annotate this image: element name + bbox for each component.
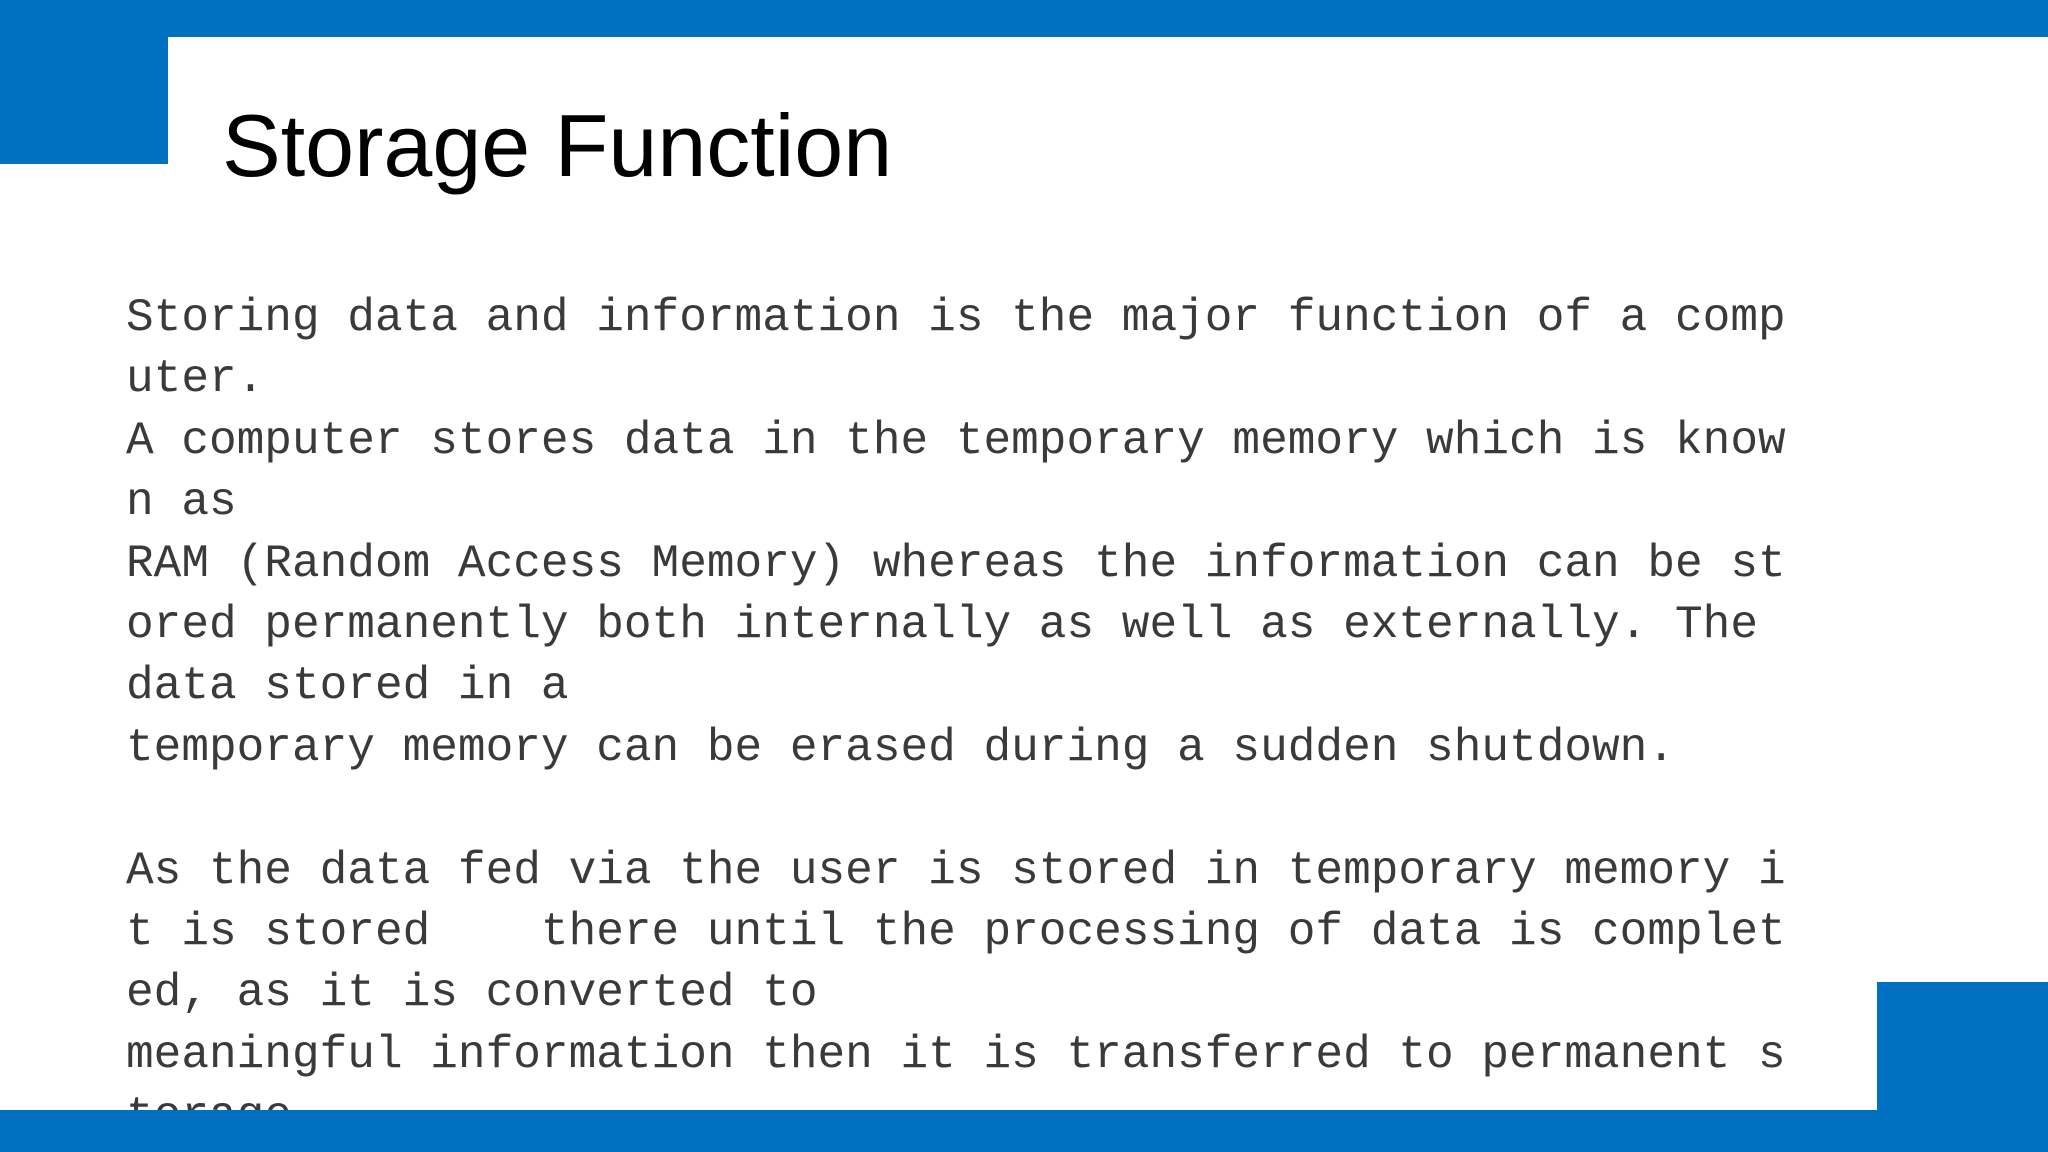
body-line: A computer stores data in the temporary …	[126, 414, 1786, 467]
top-left-accent-block	[0, 0, 168, 164]
body-line: n as	[126, 476, 237, 529]
top-accent-bar	[0, 0, 2048, 37]
body-line: As the data fed via the user is stored i…	[126, 844, 1786, 897]
body-line: temporary memory can be erased during a …	[126, 721, 1676, 774]
body-line: meaningful information then it is transf…	[126, 1028, 1786, 1081]
body-line-blank	[126, 779, 1786, 840]
slide-title: Storage Function	[222, 96, 893, 195]
body-line: RAM (Random Access Memory) whereas the i…	[126, 537, 1786, 590]
body-line: t is stored there until the processing o…	[126, 905, 1786, 958]
bottom-accent-bar	[0, 1110, 2048, 1152]
body-line: uter.	[126, 353, 265, 406]
body-line: ored permanently both internally as well…	[126, 598, 1758, 651]
body-line: Storing data and information is the majo…	[126, 292, 1786, 344]
slide-body-text: Storing data and information is the majo…	[126, 288, 1786, 1147]
body-line: ed, as it is converted to	[126, 967, 818, 1020]
body-line: data stored in a	[126, 660, 569, 713]
